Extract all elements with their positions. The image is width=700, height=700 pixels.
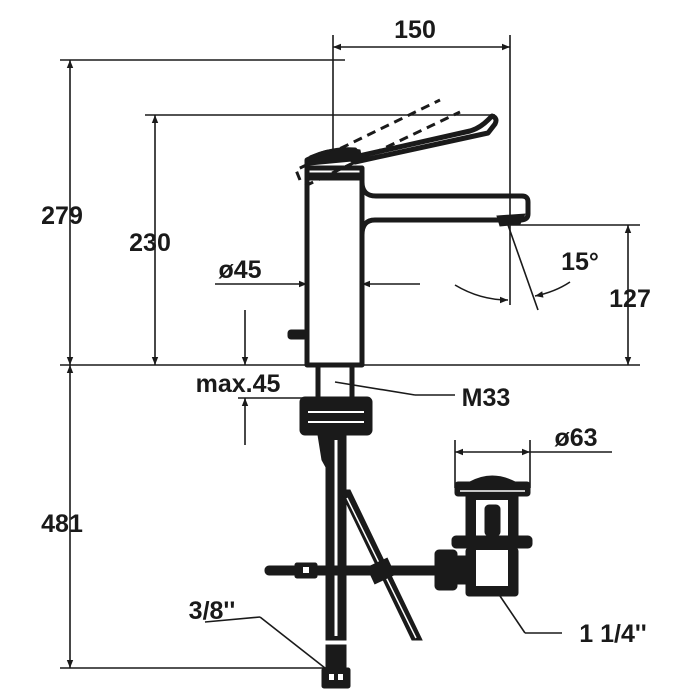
label-body-diameter: ø45 bbox=[218, 256, 261, 284]
dimension-deck-thickness bbox=[238, 310, 312, 445]
mounting-nut bbox=[299, 396, 373, 436]
supply-leader bbox=[204, 616, 326, 669]
dimension-spout-clearance bbox=[510, 224, 640, 365]
supply-fitting bbox=[325, 644, 347, 668]
lever-open-position bbox=[294, 98, 461, 188]
label-below-deck: 481 bbox=[41, 510, 83, 538]
dimension-lever-reach bbox=[332, 35, 511, 305]
popup-rod-horizontal bbox=[264, 565, 441, 576]
label-total-height: 279 bbox=[41, 202, 83, 230]
label-spout-height: 230 bbox=[129, 229, 171, 257]
label-waste-diameter: ø63 bbox=[554, 424, 597, 452]
label-spout-clearance: 127 bbox=[609, 285, 651, 313]
label-thread: M33 bbox=[462, 384, 511, 412]
label-waste-connection: 1 1/4'' bbox=[579, 620, 647, 648]
popup-knob bbox=[287, 329, 308, 340]
label-lever-reach: 150 bbox=[394, 16, 436, 44]
dimension-spout-angle bbox=[454, 224, 571, 311]
label-supply-connection: 3/8'' bbox=[189, 597, 236, 625]
label-spout-angle: 15° bbox=[561, 248, 599, 276]
lever-handle bbox=[347, 113, 499, 165]
label-deck-thickness: max.45 bbox=[196, 370, 281, 398]
waste-drain bbox=[434, 440, 612, 634]
under-deck-assembly bbox=[264, 362, 455, 689]
faucet-body bbox=[287, 98, 531, 368]
